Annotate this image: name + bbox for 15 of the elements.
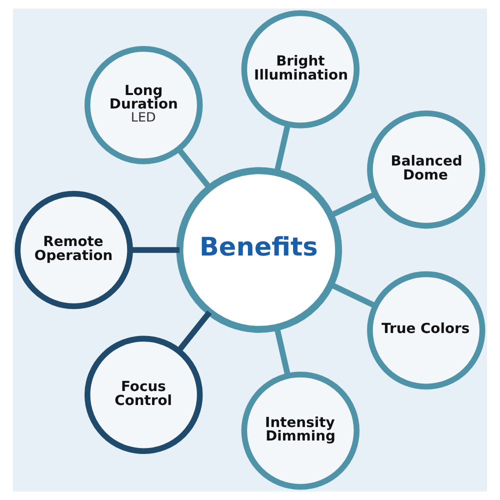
connector (274, 124, 291, 173)
connector (274, 327, 291, 376)
node-circle: Focus Control (84, 336, 203, 454)
node-circle: Remote Operation (14, 190, 133, 310)
node-circle: True Colors (367, 271, 486, 390)
connector (176, 148, 212, 190)
connector (330, 282, 376, 308)
connector (330, 192, 376, 218)
connector (176, 310, 212, 352)
node-circle: Intensity Dimming (241, 372, 360, 490)
node-circle: Long Duration LED (84, 46, 203, 164)
node-circle: Balanced Dome (367, 110, 486, 229)
node-circle: Bright Illumination (241, 10, 360, 128)
node-circle: Benefits (176, 167, 342, 333)
connector (130, 247, 180, 253)
